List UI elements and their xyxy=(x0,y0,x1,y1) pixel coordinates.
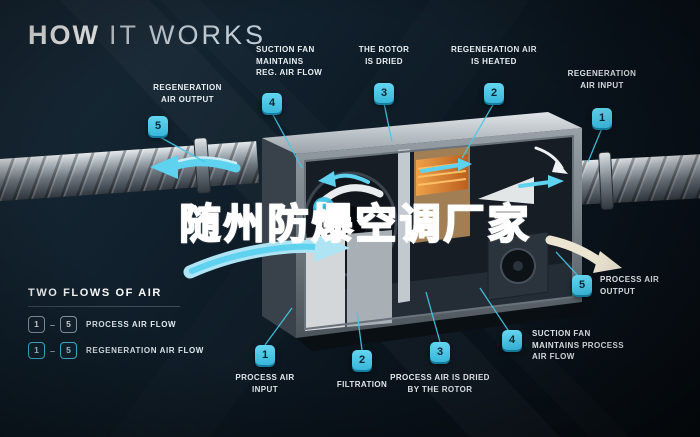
callout-label-process-air-input: PROCESS AIR INPUT xyxy=(235,373,295,394)
legend-row-process: 1 – 5 PROCESS AIR FLOW xyxy=(28,316,204,333)
page-title: HOW IT WORKS xyxy=(28,20,266,51)
callout-badge-process-3: 3 xyxy=(430,342,450,362)
legend-badge-to: 5 xyxy=(60,342,78,359)
callout-label-rotor-dried: THE ROTOR IS DRIED xyxy=(358,45,410,66)
callout-badge-process-1: 1 xyxy=(255,345,275,365)
callout-badge-regeneration-2: 2 xyxy=(484,83,504,103)
title-bold: HOW xyxy=(28,20,100,50)
callout-label-process-air-dried: PROCESS AIR IS DRIED BY THE ROTOR xyxy=(390,373,490,394)
title-light: IT WORKS xyxy=(108,20,266,50)
legend-divider xyxy=(28,306,180,307)
legend: TWO FLOWS OF AIR 1 – 5 PROCESS AIR FLOW … xyxy=(28,287,204,368)
callout-label-regeneration-air-input: REGENERATION AIR INPUT xyxy=(567,69,637,90)
callout-badge-regeneration-1: 1 xyxy=(592,108,612,128)
duct-flange xyxy=(598,151,614,210)
legend-label-regeneration: REGENERATION AIR FLOW xyxy=(86,346,204,355)
watermark-text: 随州防爆空调厂家 xyxy=(179,200,532,248)
legend-badge-to: 5 xyxy=(60,316,78,333)
legend-badge-from: 1 xyxy=(28,342,45,359)
callout-label-process-air-output: PROCESS AIR OUTPUT xyxy=(600,275,660,296)
legend-label-process: PROCESS AIR FLOW xyxy=(86,320,177,329)
callout-badge-regeneration-3: 3 xyxy=(374,83,394,103)
callout-label-regeneration-air-output: REGENERATION AIR OUTPUT xyxy=(153,83,222,104)
callout-badge-process-4: 4 xyxy=(502,330,522,350)
callout-badge-regeneration-5: 5 xyxy=(148,116,168,136)
callout-label-suction-fan-process: SUCTION FAN MAINTAINS PROCESS AIR FLOW xyxy=(532,329,624,362)
legend-title: TWO FLOWS OF AIR xyxy=(28,287,162,299)
callout-badge-process-5: 5 xyxy=(572,275,592,295)
callout-label-air-heated: REGENERATION AIR IS HEATED xyxy=(451,45,537,66)
legend-range-dash: – xyxy=(50,345,56,356)
callout-badge-regeneration-4: 4 xyxy=(262,93,282,113)
legend-row-regeneration: 1 – 5 REGENERATION AIR FLOW xyxy=(28,342,204,359)
legend-range-dash: – xyxy=(50,319,56,330)
callout-badge-process-2: 2 xyxy=(352,350,372,370)
legend-badge-from: 1 xyxy=(28,316,45,333)
